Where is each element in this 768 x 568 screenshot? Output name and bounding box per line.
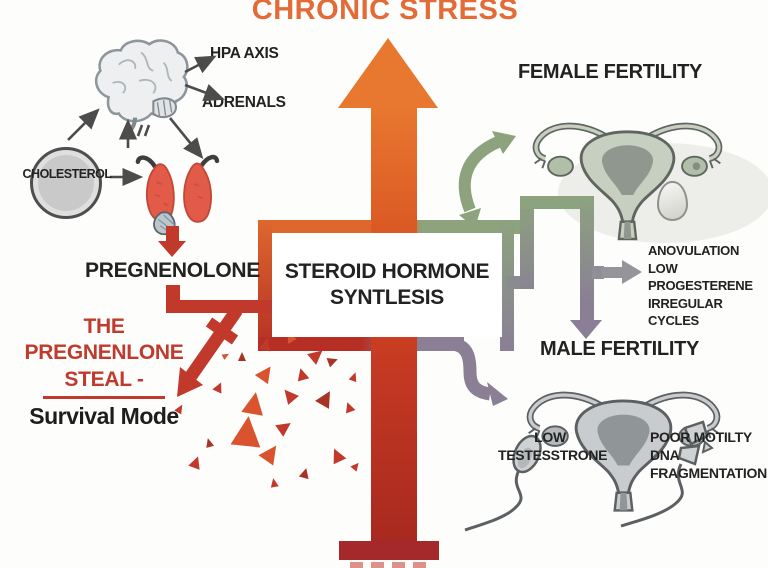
fragment-triangle-icon	[230, 414, 264, 448]
female-fertility-title: FEMALE FERTILITY	[517, 61, 703, 83]
fragment-triangle-icon	[275, 417, 295, 437]
effect-poor-motilty: POOR MOTILTY	[650, 429, 752, 445]
cut-off-bottom-text	[350, 562, 428, 568]
effect-irregular-cycles: IRREGULAR CYCLES	[648, 295, 723, 329]
fragment-triangle-icon	[269, 477, 279, 488]
effect-anovulation: ANOVULATION	[648, 243, 740, 258]
male-effect-right: POOR MOTILTY DNA FRAGMENTATION	[650, 428, 768, 483]
effect-low-progesterene: LOW PROGESTERENE	[648, 260, 753, 294]
arrow-brain-to-hpa	[184, 55, 217, 74]
right-pipe-top-horizontal	[520, 196, 594, 209]
sperm-fragmented-illustration	[620, 420, 714, 528]
fragment-triangle-icon	[298, 466, 312, 480]
arrow-adrenals-to-pregnenolone	[166, 226, 179, 243]
effect-low: LOW	[534, 429, 566, 445]
pause-marks-icon	[136, 124, 151, 137]
arrow-brain-to-adrenals-label	[184, 83, 225, 102]
pregnenolone-label: PREGNENOLONE	[85, 259, 260, 282]
female-effects-list: ANOVULATION LOW PROGESTERENE IRREGULAR C…	[648, 242, 768, 330]
arrow-to-male-fertility-head	[570, 320, 602, 339]
fragment-triangle-icon	[350, 460, 362, 472]
male-fertility-title: MALE FERTILITY	[539, 338, 700, 360]
survival-mode-label: Survival Mode	[29, 403, 179, 430]
hpa-axis-label: HPA AXIS	[210, 45, 279, 62]
adrenal-glands-illustration	[135, 154, 220, 236]
arrow-cholesterol-to-brain	[67, 108, 100, 141]
arrow-adrenals-to-pregnenolone-head	[158, 241, 186, 257]
steal-text-block: THE PREGNENLONE STEAL - Survival Mode	[20, 314, 188, 430]
arrow-to-anovulation-shaft	[602, 267, 624, 278]
hpa-flow-arrows	[67, 55, 225, 187]
fragment-triangle-icon	[241, 390, 267, 416]
effect-testessterone: TESTESSTRONE	[498, 447, 608, 464]
steroid-hormone-box: STEROID HORMONE SYNTLESIS	[272, 233, 502, 337]
pregnenolone-pipe-horizontal	[166, 300, 272, 313]
chronic-stress-arrow-head-icon	[338, 38, 438, 108]
male-effect-left: LOW TESTESSTRONE	[498, 428, 608, 464]
steal-line3: STEAL -	[64, 367, 144, 391]
fragment-triangle-icon	[188, 454, 204, 470]
sperm-normal-illustration	[464, 434, 542, 532]
uterus-illustration-female	[532, 122, 723, 241]
brain-illustration	[94, 39, 189, 137]
box-line2: SYNTLESIS	[330, 286, 444, 309]
box-border-left	[258, 220, 272, 351]
pipe-to-gray-arrow-stub	[592, 266, 604, 279]
fragment-triangle-icon	[238, 352, 246, 361]
effect-dna-fragmentation: DNA FRAGMENTATION	[650, 447, 767, 482]
fragment-triangle-icon	[315, 387, 337, 409]
egg-icon	[657, 181, 688, 221]
right-pipe-right-vertical	[580, 196, 594, 322]
fragment-triangle-icon	[348, 370, 360, 383]
right-pipe-middle-vertical	[520, 196, 534, 289]
purple-curved-arrow-icon	[406, 337, 508, 406]
arrow-to-anovulation-head	[622, 260, 642, 284]
box-line1: STEROID HORMONE	[284, 259, 490, 283]
fragment-triangle-icon	[294, 366, 310, 382]
fragment-triangle-icon	[326, 354, 340, 368]
cholesterol-label: CHOLESTEROL	[22, 167, 112, 181]
fragment-triangle-icon	[342, 400, 356, 414]
pregnenolone-steal-arrow-icon	[177, 306, 243, 397]
steal-underline	[43, 396, 165, 400]
steal-line1: THE	[83, 315, 125, 338]
cholesterol-circle-icon	[30, 147, 102, 219]
arrow-brain-to-adrenal-gland	[168, 117, 204, 160]
green-curved-arrow-icon	[458, 131, 516, 228]
page-title: CHRONIC STRESS	[251, 0, 519, 26]
uterus-illustration-male	[526, 391, 721, 512]
fragment-triangle-icon	[203, 437, 215, 448]
fragment-triangle-icon	[279, 385, 299, 405]
fragment-triangle-icon	[258, 440, 284, 466]
chronic-stress-arrow-base	[339, 541, 439, 560]
steal-line2: PREGNENLONE	[24, 341, 184, 365]
fragment-triangle-icon	[327, 445, 347, 465]
